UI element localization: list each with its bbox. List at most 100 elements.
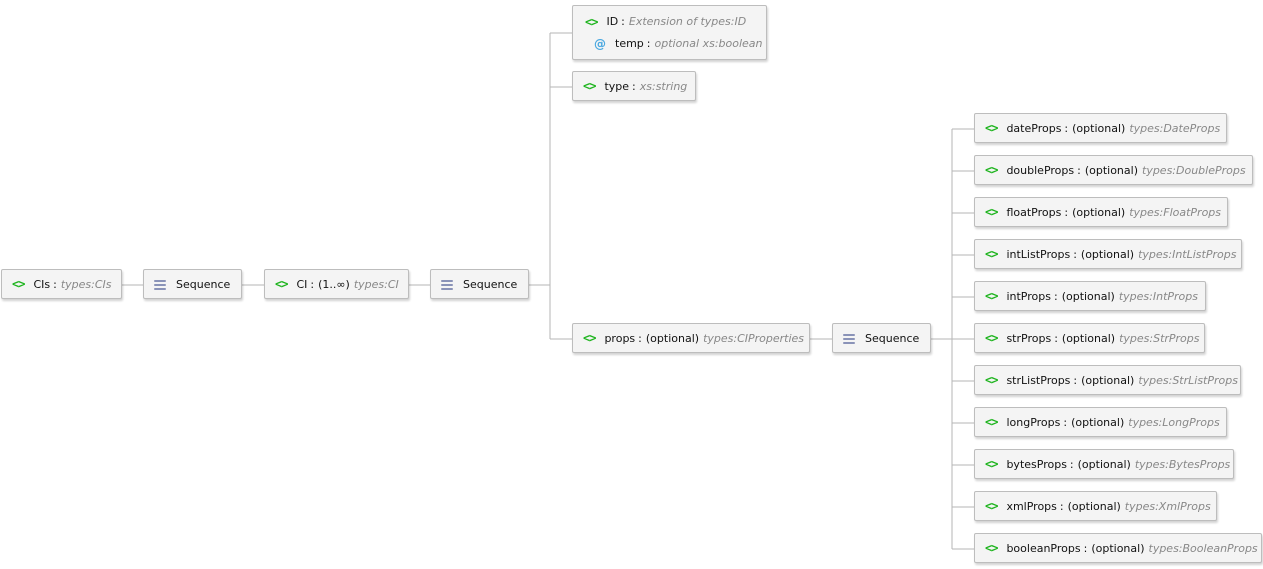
node-type: types:BytesProps <box>1134 457 1231 471</box>
element-icon: <> <box>12 277 25 291</box>
node-name: xmlProps <box>1006 499 1057 513</box>
node-intprops[interactable]: <> intProps: (optional) types:IntProps <box>974 281 1206 311</box>
node-bytesprops[interactable]: <> bytesProps: (optional) types:BytesPro… <box>974 449 1234 479</box>
sequence-icon <box>441 279 453 290</box>
node-type: Extension of types:ID <box>628 15 747 28</box>
node-name: type <box>604 79 630 93</box>
node-name: CIs <box>33 277 51 291</box>
attribute-type: optional xs:boolean <box>654 37 763 50</box>
node-type: xs:string <box>639 79 688 93</box>
node-name: ID <box>606 15 619 28</box>
separator: : <box>53 277 57 291</box>
element-icon: <> <box>985 121 998 135</box>
sequence-label: Sequence <box>176 277 231 291</box>
separator: : <box>632 79 636 93</box>
node-type: types:CI <box>353 277 399 291</box>
node-type: types:CIs <box>60 277 112 291</box>
node-name: doubleProps <box>1006 163 1075 177</box>
element-icon: <> <box>985 541 998 555</box>
separator: : <box>1073 373 1078 387</box>
element-icon: <> <box>985 499 998 513</box>
element-icon: <> <box>583 79 596 93</box>
node-cis[interactable]: <> CIs: types:CIs <box>1 269 122 299</box>
node-name: booleanProps <box>1006 541 1081 555</box>
element-icon: <> <box>985 289 998 303</box>
node-type: types:IntListProps <box>1138 247 1237 261</box>
node-name: bytesProps <box>1006 457 1067 471</box>
element-icon: <> <box>585 14 598 29</box>
separator: : <box>1064 121 1069 135</box>
sequence-icon <box>154 279 166 290</box>
node-name: longProps <box>1006 415 1061 429</box>
element-icon: <> <box>985 373 998 387</box>
node-modifier: (optional) <box>1061 331 1116 345</box>
element-icon: <> <box>985 457 998 471</box>
separator: : <box>1054 331 1058 345</box>
attribute-icon: @ <box>594 36 606 51</box>
node-type: types:StrProps <box>1119 331 1200 345</box>
element-icon: <> <box>985 247 998 261</box>
node-modifier: (optional) <box>1080 247 1135 261</box>
node-modifier: (optional) <box>1084 163 1138 177</box>
node-modifier: (optional) <box>1072 121 1126 135</box>
separator: : <box>1073 247 1077 261</box>
node-name: intListProps <box>1006 247 1071 261</box>
element-icon: <> <box>275 277 288 291</box>
id-row[interactable]: <> ID: Extension of types:ID <box>585 11 746 33</box>
node-floatprops[interactable]: <> floatProps: (optional) types:FloatPro… <box>974 197 1228 227</box>
node-type: types:FloatProps <box>1129 205 1222 219</box>
separator: : <box>1077 163 1081 177</box>
node-modifier: (optional) <box>1071 415 1125 429</box>
node-modifier: (optional) <box>1072 205 1126 219</box>
separator: : <box>1059 499 1064 513</box>
node-name: floatProps <box>1006 205 1062 219</box>
node-sequence-2[interactable]: Sequence <box>430 269 529 299</box>
node-modifier: (optional) <box>1081 373 1135 387</box>
sequence-label: Sequence <box>463 277 518 291</box>
separator: : <box>638 331 642 345</box>
sequence-icon <box>843 333 855 344</box>
separator: : <box>621 15 625 28</box>
separator: : <box>1069 457 1074 471</box>
node-booleanprops[interactable]: <> booleanProps: (optional) types:Boolea… <box>974 533 1262 563</box>
node-modifier: (optional) <box>1061 289 1115 303</box>
node-xmlprops[interactable]: <> xmlProps: (optional) types:XmlProps <box>974 491 1217 521</box>
node-sequence-1[interactable]: Sequence <box>143 269 242 299</box>
node-modifier: (optional) <box>645 331 700 345</box>
separator: : <box>646 37 651 50</box>
separator: : <box>1063 415 1068 429</box>
node-doubleprops[interactable]: <> doubleProps: (optional) types:DoubleP… <box>974 155 1253 185</box>
node-modifier: (optional) <box>1077 457 1131 471</box>
node-name: strListProps <box>1006 373 1071 387</box>
attribute-name: temp <box>615 37 644 50</box>
node-name: strProps <box>1006 331 1052 345</box>
node-modifier: (optional) <box>1091 541 1145 555</box>
node-strlistprops[interactable]: <> strListProps: (optional) types:StrLis… <box>974 365 1241 395</box>
node-type: types:StrListProps <box>1138 373 1238 387</box>
element-icon: <> <box>985 163 998 177</box>
node-id[interactable]: <> ID: Extension of types:ID @ temp: opt… <box>572 5 767 60</box>
node-name: CI <box>296 277 308 291</box>
temp-attribute-row[interactable]: @ temp: optional xs:boolean <box>585 33 763 55</box>
node-type: types:DoubleProps <box>1142 163 1246 177</box>
node-sequence-3[interactable]: Sequence <box>832 323 931 353</box>
node-name: dateProps <box>1006 121 1062 135</box>
separator: : <box>1053 289 1058 303</box>
separator: : <box>1083 541 1088 555</box>
node-longprops[interactable]: <> longProps: (optional) types:LongProps <box>974 407 1227 437</box>
node-name: props <box>604 331 636 345</box>
node-dateprops[interactable]: <> dateProps: (optional) types:DateProps <box>974 113 1227 143</box>
node-type: types:IntProps <box>1118 289 1198 303</box>
element-icon: <> <box>985 415 998 429</box>
node-type: types:CIProperties <box>703 331 805 345</box>
node-modifier: (1..∞) <box>318 277 350 291</box>
node-type[interactable]: <> type: xs:string <box>572 71 696 101</box>
node-intlistprops[interactable]: <> intListProps: (optional) types:IntLis… <box>974 239 1242 269</box>
element-icon: <> <box>985 205 998 219</box>
node-props[interactable]: <> props: (optional) types:CIProperties <box>572 323 810 353</box>
node-ci[interactable]: <> CI: (1..∞) types:CI <box>264 269 409 299</box>
node-strprops[interactable]: <> strProps: (optional) types:StrProps <box>974 323 1205 353</box>
node-modifier: (optional) <box>1067 499 1121 513</box>
node-type: types:XmlProps <box>1124 499 1211 513</box>
